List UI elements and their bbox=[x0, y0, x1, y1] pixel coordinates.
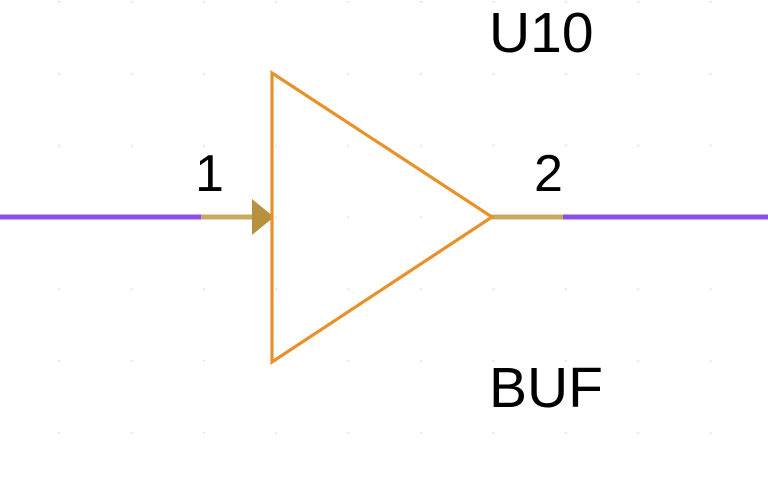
buffer-body-triangle[interactable] bbox=[270, 70, 495, 365]
pin-2-number-label: 2 bbox=[534, 145, 563, 203]
pin-1-number-label: 1 bbox=[195, 145, 224, 203]
reference-designator-label[interactable]: U10 bbox=[489, 1, 594, 65]
pin-1-arrow-icon bbox=[252, 199, 274, 235]
device-name-label[interactable]: BUF bbox=[489, 356, 603, 420]
